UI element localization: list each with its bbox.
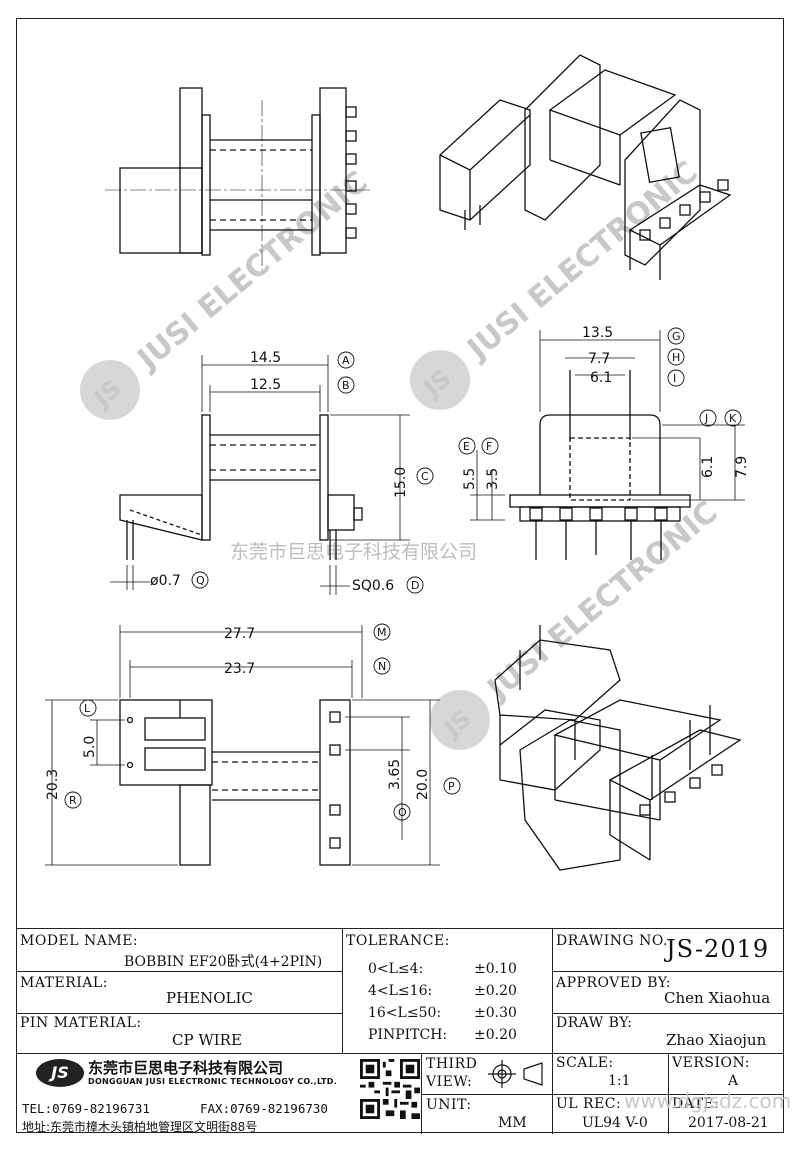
dim-B-value: 12.5 xyxy=(250,377,281,393)
ref-N: N xyxy=(378,660,386,673)
ref-G: G xyxy=(672,330,681,343)
dim-H-value: 7.7 xyxy=(588,351,610,367)
ul-rec-label: UL REC: xyxy=(556,1096,622,1112)
title-block: MODEL NAME: BOBBIN EF20卧式(4+2PIN) MATERI… xyxy=(16,928,791,1134)
ref-P: P xyxy=(448,780,455,793)
dim-D-value: SQ0.6 xyxy=(352,578,394,594)
dim-C-value: 15.0 xyxy=(393,467,409,498)
tolerance-value-2: ±0.20 xyxy=(474,983,517,999)
dim-P-value: 20.0 xyxy=(415,769,431,800)
ref-I: I xyxy=(673,372,676,385)
unit-label: UNIT: xyxy=(426,1097,472,1113)
version-value: A xyxy=(728,1073,739,1089)
dimension-labels: 14.5 12.5 15.0 ø0.7 SQ0.6 13.5 7.7 6.1 6… xyxy=(45,325,750,800)
tolerance-range-2: 4<L≤16: xyxy=(368,983,433,999)
view-bottom-dimensions xyxy=(45,625,440,866)
technical-drawing: JS JUSI ELECTRONIC JS JUSI ELECTRONIC J S… xyxy=(45,54,750,871)
company-name-cn: 东莞市巨思电子科技有限公司 xyxy=(88,1059,284,1077)
material-value: PHENOLIC xyxy=(166,989,253,1007)
view-iso-bottom xyxy=(494,625,742,871)
dim-K-value: 7.9 xyxy=(734,456,750,478)
scale-label: SCALE: xyxy=(556,1055,614,1071)
drawing-no-value: JS-2019 xyxy=(666,935,770,963)
pin-material-value: CP WIRE xyxy=(172,1031,242,1049)
ref-O: O xyxy=(398,806,407,819)
dim-A-value: 14.5 xyxy=(250,350,281,366)
ref-A: A xyxy=(342,354,350,367)
dim-G-value: 13.5 xyxy=(582,325,613,341)
company-tel: TEL:0769-82196731 xyxy=(22,1101,150,1116)
tolerance-range-3: 16<L≤50: xyxy=(368,1005,442,1021)
unit-value: MM xyxy=(498,1115,527,1131)
ul-rec-value: UL94 V-0 xyxy=(582,1115,648,1131)
ref-J: J xyxy=(704,412,708,425)
scale-value: 1:1 xyxy=(608,1073,631,1089)
watermark-brand-text: JUSI ELECTRONIC xyxy=(130,165,375,378)
company-logo: JS xyxy=(36,1059,84,1087)
dim-E-value: 5.5 xyxy=(462,468,478,490)
view-front-dimensions xyxy=(110,355,410,595)
ref-E: E xyxy=(463,440,470,453)
company-address: 地址:东莞市樟木头镇柏地管理区文明街88号 xyxy=(22,1120,258,1134)
material-label: MATERIAL: xyxy=(20,975,108,991)
dim-O-value: 3.65 xyxy=(387,759,403,790)
ref-C: C xyxy=(421,470,429,483)
pin-material-label: PIN MATERIAL: xyxy=(20,1015,142,1031)
tolerance-value-4: ±0.20 xyxy=(474,1027,517,1043)
company-name-en: DONGGUAN JUSI ELECTRONIC TECHNOLOGY CO.,… xyxy=(88,1077,338,1086)
dim-R-value: 20.3 xyxy=(45,769,61,800)
company-fax: FAX:0769-82196730 xyxy=(200,1101,328,1116)
dim-N-value: 23.7 xyxy=(224,661,255,677)
tolerance-value-1: ±0.10 xyxy=(474,961,517,977)
watermark-right: JS JUSI ELECTRONIC xyxy=(410,155,705,410)
tolerance-range-1: 0<L≤4: xyxy=(368,961,424,977)
ref-D: D xyxy=(411,579,419,592)
view-front-middle xyxy=(119,414,363,560)
dim-L-value: 5.0 xyxy=(82,736,98,758)
dim-I-value: 6.1 xyxy=(590,370,612,386)
tolerance-value-3: ±0.30 xyxy=(474,1005,517,1021)
watermark-left: JS JUSI ELECTRONIC xyxy=(80,165,375,420)
model-name-value: BOBBIN EF20卧式(4+2PIN) xyxy=(124,954,323,970)
ref-F: F xyxy=(486,440,492,453)
third-view-label: THIRD VIEW: xyxy=(426,1056,478,1090)
third-angle-projection-icon xyxy=(488,1060,543,1088)
view-bottom xyxy=(119,699,351,866)
version-label: VERSION: xyxy=(672,1055,750,1071)
qr-code-icon xyxy=(360,1059,420,1119)
view-side-top xyxy=(105,87,370,270)
date-value: 2017-08-21 xyxy=(688,1115,769,1131)
dim-F-value: 3.5 xyxy=(485,468,501,490)
date-label: DATE: xyxy=(672,1096,720,1112)
ref-R: R xyxy=(69,794,77,807)
ref-K: K xyxy=(729,412,737,425)
dim-J-value: 6.1 xyxy=(700,456,716,478)
ref-M: M xyxy=(377,626,387,639)
dim-M-value: 27.7 xyxy=(224,626,255,642)
ref-B: B xyxy=(342,379,350,392)
dim-Q-value: ø0.7 xyxy=(150,573,181,589)
approved-by-value: Chen Xiaohua xyxy=(664,989,771,1007)
watermark-company-cn: 东莞市巨思电子科技有限公司 xyxy=(230,541,477,563)
approved-by-label: APPROVED BY: xyxy=(556,975,671,991)
drawing-sheet-border xyxy=(16,18,784,1133)
draw-by-value: Zhao Xiaojun xyxy=(666,1031,767,1049)
reference-circles: A B C Q D G H I J K E F M N L R O P xyxy=(64,327,742,821)
view-end-middle xyxy=(509,370,691,560)
tolerance-range-4: PINPITCH: xyxy=(368,1027,448,1043)
ref-Q: Q xyxy=(196,574,205,587)
drawing-no-label: DRAWING NO. xyxy=(556,933,668,949)
ref-H: H xyxy=(672,351,680,364)
model-name-label: MODEL NAME: xyxy=(20,933,139,949)
tolerance-label: TOLERANCE: xyxy=(346,933,450,949)
ref-L: L xyxy=(84,702,91,715)
watermark-site: www.dgjsdz.com xyxy=(624,1089,792,1113)
watermark-brand-text-3: JUSI ELECTRONIC xyxy=(480,495,725,708)
view-iso-top xyxy=(439,54,732,280)
draw-by-label: DRAW BY: xyxy=(556,1015,633,1031)
